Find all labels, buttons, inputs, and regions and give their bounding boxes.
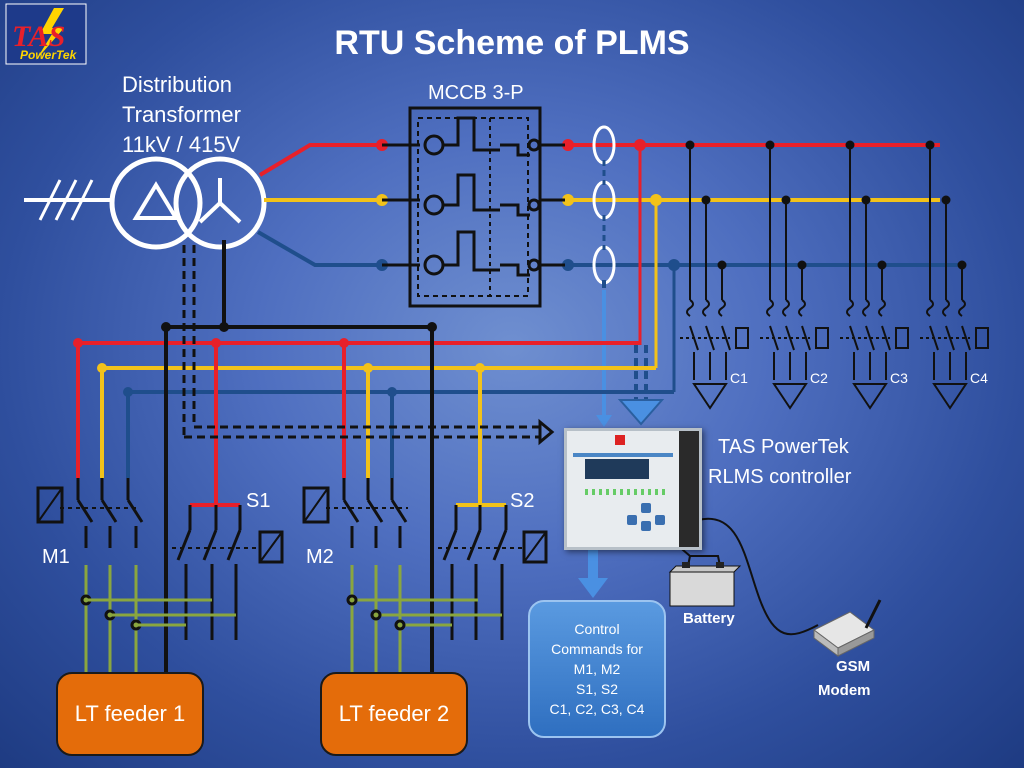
capacitor-bank-3 bbox=[840, 140, 909, 410]
voltage-sense-wires bbox=[638, 145, 676, 392]
svg-text:TAS: TAS bbox=[12, 20, 65, 53]
command-line-1: Control bbox=[574, 621, 620, 637]
controller-label-line2: RLMS controller bbox=[708, 466, 852, 488]
mccb-breaker bbox=[382, 106, 565, 308]
transformer-label-line3: 11kV / 415V bbox=[122, 132, 241, 157]
modem-label-line1: GSM bbox=[836, 658, 871, 675]
controller-band bbox=[573, 453, 673, 457]
transformer-symbol bbox=[109, 156, 267, 250]
feeder-bus-nodes bbox=[73, 322, 485, 397]
cap-label-c4: C4 bbox=[970, 370, 988, 386]
switch-label-s2: S2 bbox=[510, 490, 535, 512]
gsm-modem-icon bbox=[813, 599, 882, 657]
battery-label: Battery bbox=[683, 610, 735, 627]
command-line-5: C1, C2, C3, C4 bbox=[549, 701, 645, 717]
controller-keypad bbox=[627, 503, 667, 531]
cap-label-c2: C2 bbox=[810, 370, 828, 386]
signal-arrow-head bbox=[538, 418, 555, 446]
page-title: RTU Scheme of PLMS bbox=[334, 24, 690, 62]
switch-label-m1: M1 bbox=[42, 546, 70, 568]
incoming-hv-line bbox=[24, 179, 114, 221]
capacitor-bank-2 bbox=[760, 140, 829, 410]
switchgear-group bbox=[36, 478, 548, 692]
command-line-4: S1, S2 bbox=[575, 681, 619, 697]
controller-lcd bbox=[585, 459, 649, 479]
lt-feeder-1: LT feeder 1 bbox=[56, 672, 204, 756]
modem-label-line2: Modem bbox=[818, 682, 871, 699]
transformer-label-line1: Distribution bbox=[122, 72, 233, 97]
lt-feeder-2: LT feeder 2 bbox=[320, 672, 468, 756]
mccb-label: MCCB 3-P bbox=[428, 82, 524, 104]
controller-leds bbox=[585, 489, 665, 495]
command-line-2: Commands for bbox=[551, 641, 643, 657]
dashed-signal-wire bbox=[182, 245, 540, 439]
feeder-busses bbox=[76, 240, 674, 690]
capacitor-bank-1 bbox=[680, 140, 749, 410]
controller-side-panel bbox=[679, 431, 699, 547]
command-arrow bbox=[578, 544, 608, 598]
switch-label-m2: M2 bbox=[306, 546, 334, 568]
logo-subtext: PowerTek bbox=[20, 48, 77, 62]
tas-logo: TAS bbox=[5, 3, 87, 65]
controller-label-line1: TAS PowerTek bbox=[718, 436, 849, 458]
ct-to-controller-arrows bbox=[596, 290, 665, 427]
battery-icon bbox=[668, 562, 742, 607]
cap-label-c3: C3 bbox=[890, 370, 908, 386]
control-commands-box: Control Commands for M1, M2 S1, S2 C1, C… bbox=[528, 600, 666, 738]
switch-label-s1: S1 bbox=[246, 490, 271, 512]
command-line-3: M1, M2 bbox=[573, 661, 621, 677]
transformer-label-line2: Transformer bbox=[122, 102, 241, 127]
rlms-controller-device bbox=[564, 428, 702, 550]
phase-busbars bbox=[256, 143, 965, 267]
cap-label-c1: C1 bbox=[730, 370, 748, 386]
controller-logo bbox=[615, 435, 625, 445]
capacitor-bank-4 bbox=[920, 140, 989, 410]
capacitor-banks bbox=[680, 140, 989, 410]
